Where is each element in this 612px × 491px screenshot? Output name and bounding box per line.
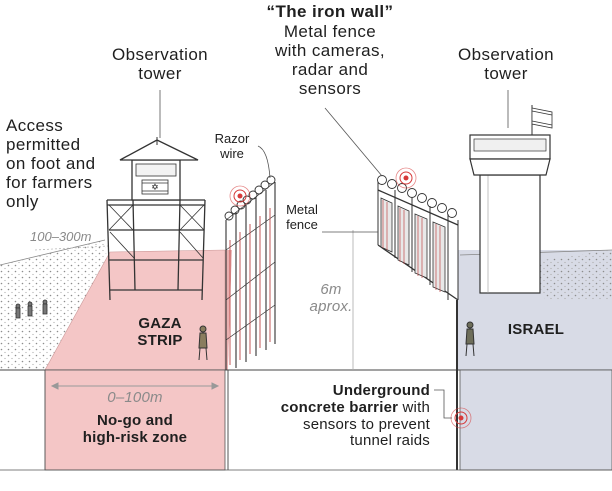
- tower-label-line: Observation: [457, 45, 555, 64]
- soldier-figure-icon-israel: [465, 321, 475, 357]
- iron-wall-desc-line: sensors: [298, 79, 362, 99]
- distance-far-label: 100–300m: [30, 229, 92, 244]
- no-go-zone-line: No-go and: [97, 412, 173, 429]
- israel-zone-section: [459, 369, 612, 471]
- no-go-zone-section: [44, 369, 226, 471]
- leader-lines: [159, 90, 509, 419]
- observation-tower-right: [469, 105, 551, 294]
- no-go-zone-label: No-go and high-risk zone: [55, 412, 215, 447]
- access-note-line: only: [6, 192, 39, 212]
- fence-left-red-rails: [229, 208, 271, 365]
- ground-left: [0, 240, 110, 370]
- ground-right: [530, 250, 612, 300]
- height-label-line: 6m: [320, 281, 342, 298]
- gaza-strip-label: GAZA STRIP: [120, 315, 200, 350]
- tower-label-line: Observation: [111, 45, 209, 64]
- tower-label-line: tower: [484, 64, 528, 84]
- flag-israel-icon-right: [531, 107, 553, 129]
- farmers-figures: [15, 299, 48, 319]
- underground-barrier-rest: tunnel raids: [350, 432, 430, 450]
- flag-israel-icon-left: [141, 179, 169, 195]
- underground-barrier-bold: Underground: [332, 382, 430, 399]
- iron-wall-description: Metal fence with cameras, radar and sens…: [240, 22, 420, 98]
- access-note-line: Access: [6, 116, 64, 135]
- iron-wall-title: “The iron wall”: [266, 2, 394, 21]
- fence-right-red-mesh: [382, 200, 441, 292]
- underground-barrier-label: Underground concrete barrier with sensor…: [236, 382, 430, 450]
- no-go-zone-line: high-risk zone: [82, 428, 188, 446]
- iron-wall-desc-line: radar and: [291, 60, 369, 80]
- iron-wall-desc-line: with cameras,: [274, 41, 386, 61]
- razor-wire-label: Razor wire: [204, 131, 260, 161]
- distance-arrow-near: [50, 382, 220, 390]
- sensor-signal-icon-right: [395, 167, 417, 189]
- metal-fence-line: Metal: [286, 202, 318, 217]
- gaza-strip-line: STRIP: [137, 331, 183, 349]
- underground-barrier-rest: sensors to prevent: [303, 415, 430, 433]
- distance-near-label: 0–100m: [107, 389, 163, 406]
- razor-wire-left: [224, 175, 276, 221]
- access-note-line: permitted: [6, 135, 81, 155]
- sensor-signal-icon-underground: [450, 407, 472, 429]
- iron-wall-desc-line: Metal fence: [283, 22, 377, 41]
- israel-label: ISRAEL: [507, 321, 565, 338]
- access-note: Access permitted on foot and for farmers…: [6, 116, 110, 211]
- metal-fence-line: fence: [286, 216, 318, 232]
- observation-tower-left-label: Observation tower: [90, 45, 230, 83]
- access-note-line: for farmers: [6, 173, 93, 193]
- tower-label-line: tower: [138, 64, 182, 84]
- sensor-signal-icon-left: [229, 185, 251, 207]
- soldier-figure-icon-gaza: [198, 325, 208, 361]
- gaza-strip-line: GAZA: [138, 315, 182, 332]
- underground-barrier-bold: concrete barrier: [280, 398, 399, 416]
- underground-barrier-rest: with: [398, 398, 430, 416]
- razor-wire-line: Razor: [214, 131, 250, 146]
- height-label-line: aprox.: [309, 297, 353, 315]
- height-label: 6m aprox.: [306, 281, 356, 316]
- access-note-line: on foot and: [6, 154, 96, 174]
- observation-tower-right-label: Observation tower: [436, 45, 576, 83]
- razor-wire-line: wire: [220, 145, 244, 161]
- metal-fence-label: Metal fence: [274, 202, 330, 232]
